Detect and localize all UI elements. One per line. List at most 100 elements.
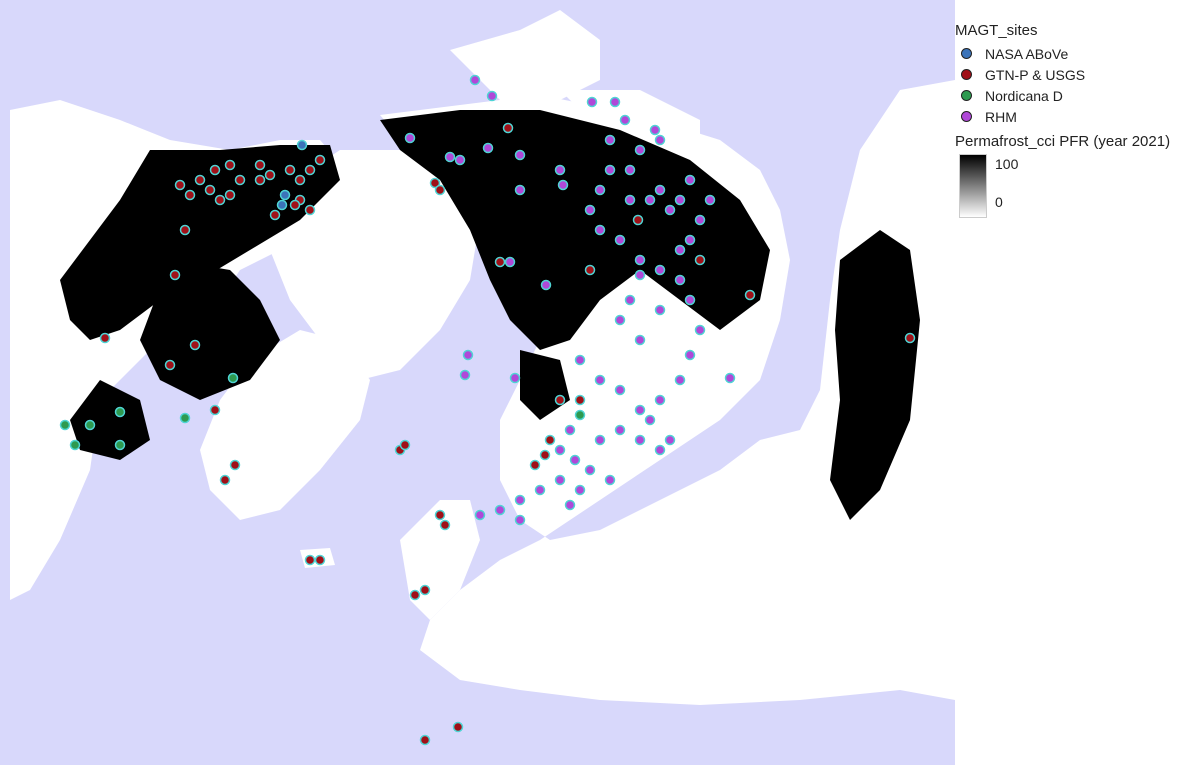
site-marker xyxy=(654,444,666,456)
site-marker xyxy=(234,174,246,186)
site-marker xyxy=(614,384,626,396)
site-marker xyxy=(514,184,526,196)
site-marker xyxy=(494,256,506,268)
site-marker xyxy=(554,444,566,456)
site-marker xyxy=(219,474,231,486)
site-marker xyxy=(114,406,126,418)
site-marker xyxy=(684,234,696,246)
site-marker xyxy=(554,164,566,176)
site-marker xyxy=(184,189,196,201)
site-marker xyxy=(419,734,431,746)
legend-raster-ramp: 100 0 xyxy=(955,154,1190,218)
site-markers xyxy=(59,74,916,746)
site-marker xyxy=(574,354,586,366)
ramp-labels: 100 0 xyxy=(995,154,1018,218)
site-marker xyxy=(514,149,526,161)
site-marker xyxy=(674,374,686,386)
site-marker xyxy=(604,134,616,146)
site-marker xyxy=(632,214,644,226)
site-marker xyxy=(469,74,481,86)
site-marker xyxy=(594,374,606,386)
site-marker xyxy=(189,339,201,351)
site-marker xyxy=(557,179,569,191)
site-marker xyxy=(209,164,221,176)
site-marker xyxy=(644,194,656,206)
permafrost-siberia xyxy=(380,110,770,350)
site-marker xyxy=(284,164,296,176)
site-marker xyxy=(564,499,576,511)
site-marker xyxy=(229,459,241,471)
site-marker xyxy=(674,244,686,256)
site-marker xyxy=(694,214,706,226)
site-marker xyxy=(504,256,516,268)
site-marker xyxy=(684,174,696,186)
ramp-max-label: 100 xyxy=(995,156,1019,172)
site-marker xyxy=(174,179,186,191)
site-marker xyxy=(644,414,656,426)
site-marker xyxy=(509,372,521,384)
site-marker xyxy=(694,254,706,266)
site-marker xyxy=(304,554,316,566)
site-marker xyxy=(486,90,498,102)
site-marker xyxy=(654,394,666,406)
site-marker xyxy=(684,294,696,306)
site-marker xyxy=(404,132,416,144)
site-marker xyxy=(254,174,266,186)
site-marker xyxy=(289,199,301,211)
site-marker xyxy=(534,484,546,496)
site-marker xyxy=(409,589,421,601)
permafrost-alaska-canada xyxy=(60,145,340,340)
nordicana-d-dot xyxy=(961,90,972,101)
site-marker xyxy=(314,154,326,166)
site-marker xyxy=(604,164,616,176)
land-chukotka xyxy=(450,10,600,100)
site-marker xyxy=(569,454,581,466)
color-ramp xyxy=(959,154,987,218)
site-marker xyxy=(614,424,626,436)
site-marker xyxy=(554,394,566,406)
land-masses xyxy=(10,10,955,705)
site-marker xyxy=(429,177,441,189)
arctic-basin xyxy=(270,150,480,380)
site-marker xyxy=(619,114,631,126)
site-marker xyxy=(296,139,308,151)
site-marker xyxy=(664,434,676,446)
site-marker xyxy=(614,314,626,326)
site-marker xyxy=(279,189,291,201)
site-marker xyxy=(634,254,646,266)
site-marker xyxy=(227,372,239,384)
legend-item-label: RHM xyxy=(985,108,1017,125)
site-marker xyxy=(529,459,541,471)
site-marker xyxy=(294,174,306,186)
site-marker xyxy=(554,474,566,486)
site-marker xyxy=(419,584,431,596)
site-marker xyxy=(614,234,626,246)
site-marker xyxy=(634,144,646,156)
site-marker xyxy=(269,209,281,221)
site-marker xyxy=(444,151,456,163)
site-marker xyxy=(214,194,226,206)
site-marker xyxy=(594,224,606,236)
site-marker xyxy=(584,264,596,276)
site-marker xyxy=(904,332,916,344)
site-marker xyxy=(204,184,216,196)
site-marker xyxy=(684,349,696,361)
site-marker xyxy=(654,304,666,316)
site-marker xyxy=(574,409,586,421)
legend: MAGT_sites NASA ABoVe GTN-P & USGS Nordi… xyxy=(955,22,1190,218)
site-marker xyxy=(84,419,96,431)
site-marker xyxy=(540,279,552,291)
site-marker xyxy=(654,184,666,196)
nasa-above-dot xyxy=(961,48,972,59)
site-marker xyxy=(634,269,646,281)
site-marker xyxy=(454,154,466,166)
site-marker xyxy=(254,159,266,171)
site-marker xyxy=(169,269,181,281)
legend-item-label: GTN-P & USGS xyxy=(985,66,1086,83)
site-marker xyxy=(99,332,111,344)
permafrost-map xyxy=(0,0,955,765)
site-marker xyxy=(664,204,676,216)
site-marker xyxy=(474,509,486,521)
site-marker xyxy=(624,194,636,206)
site-marker xyxy=(674,274,686,286)
